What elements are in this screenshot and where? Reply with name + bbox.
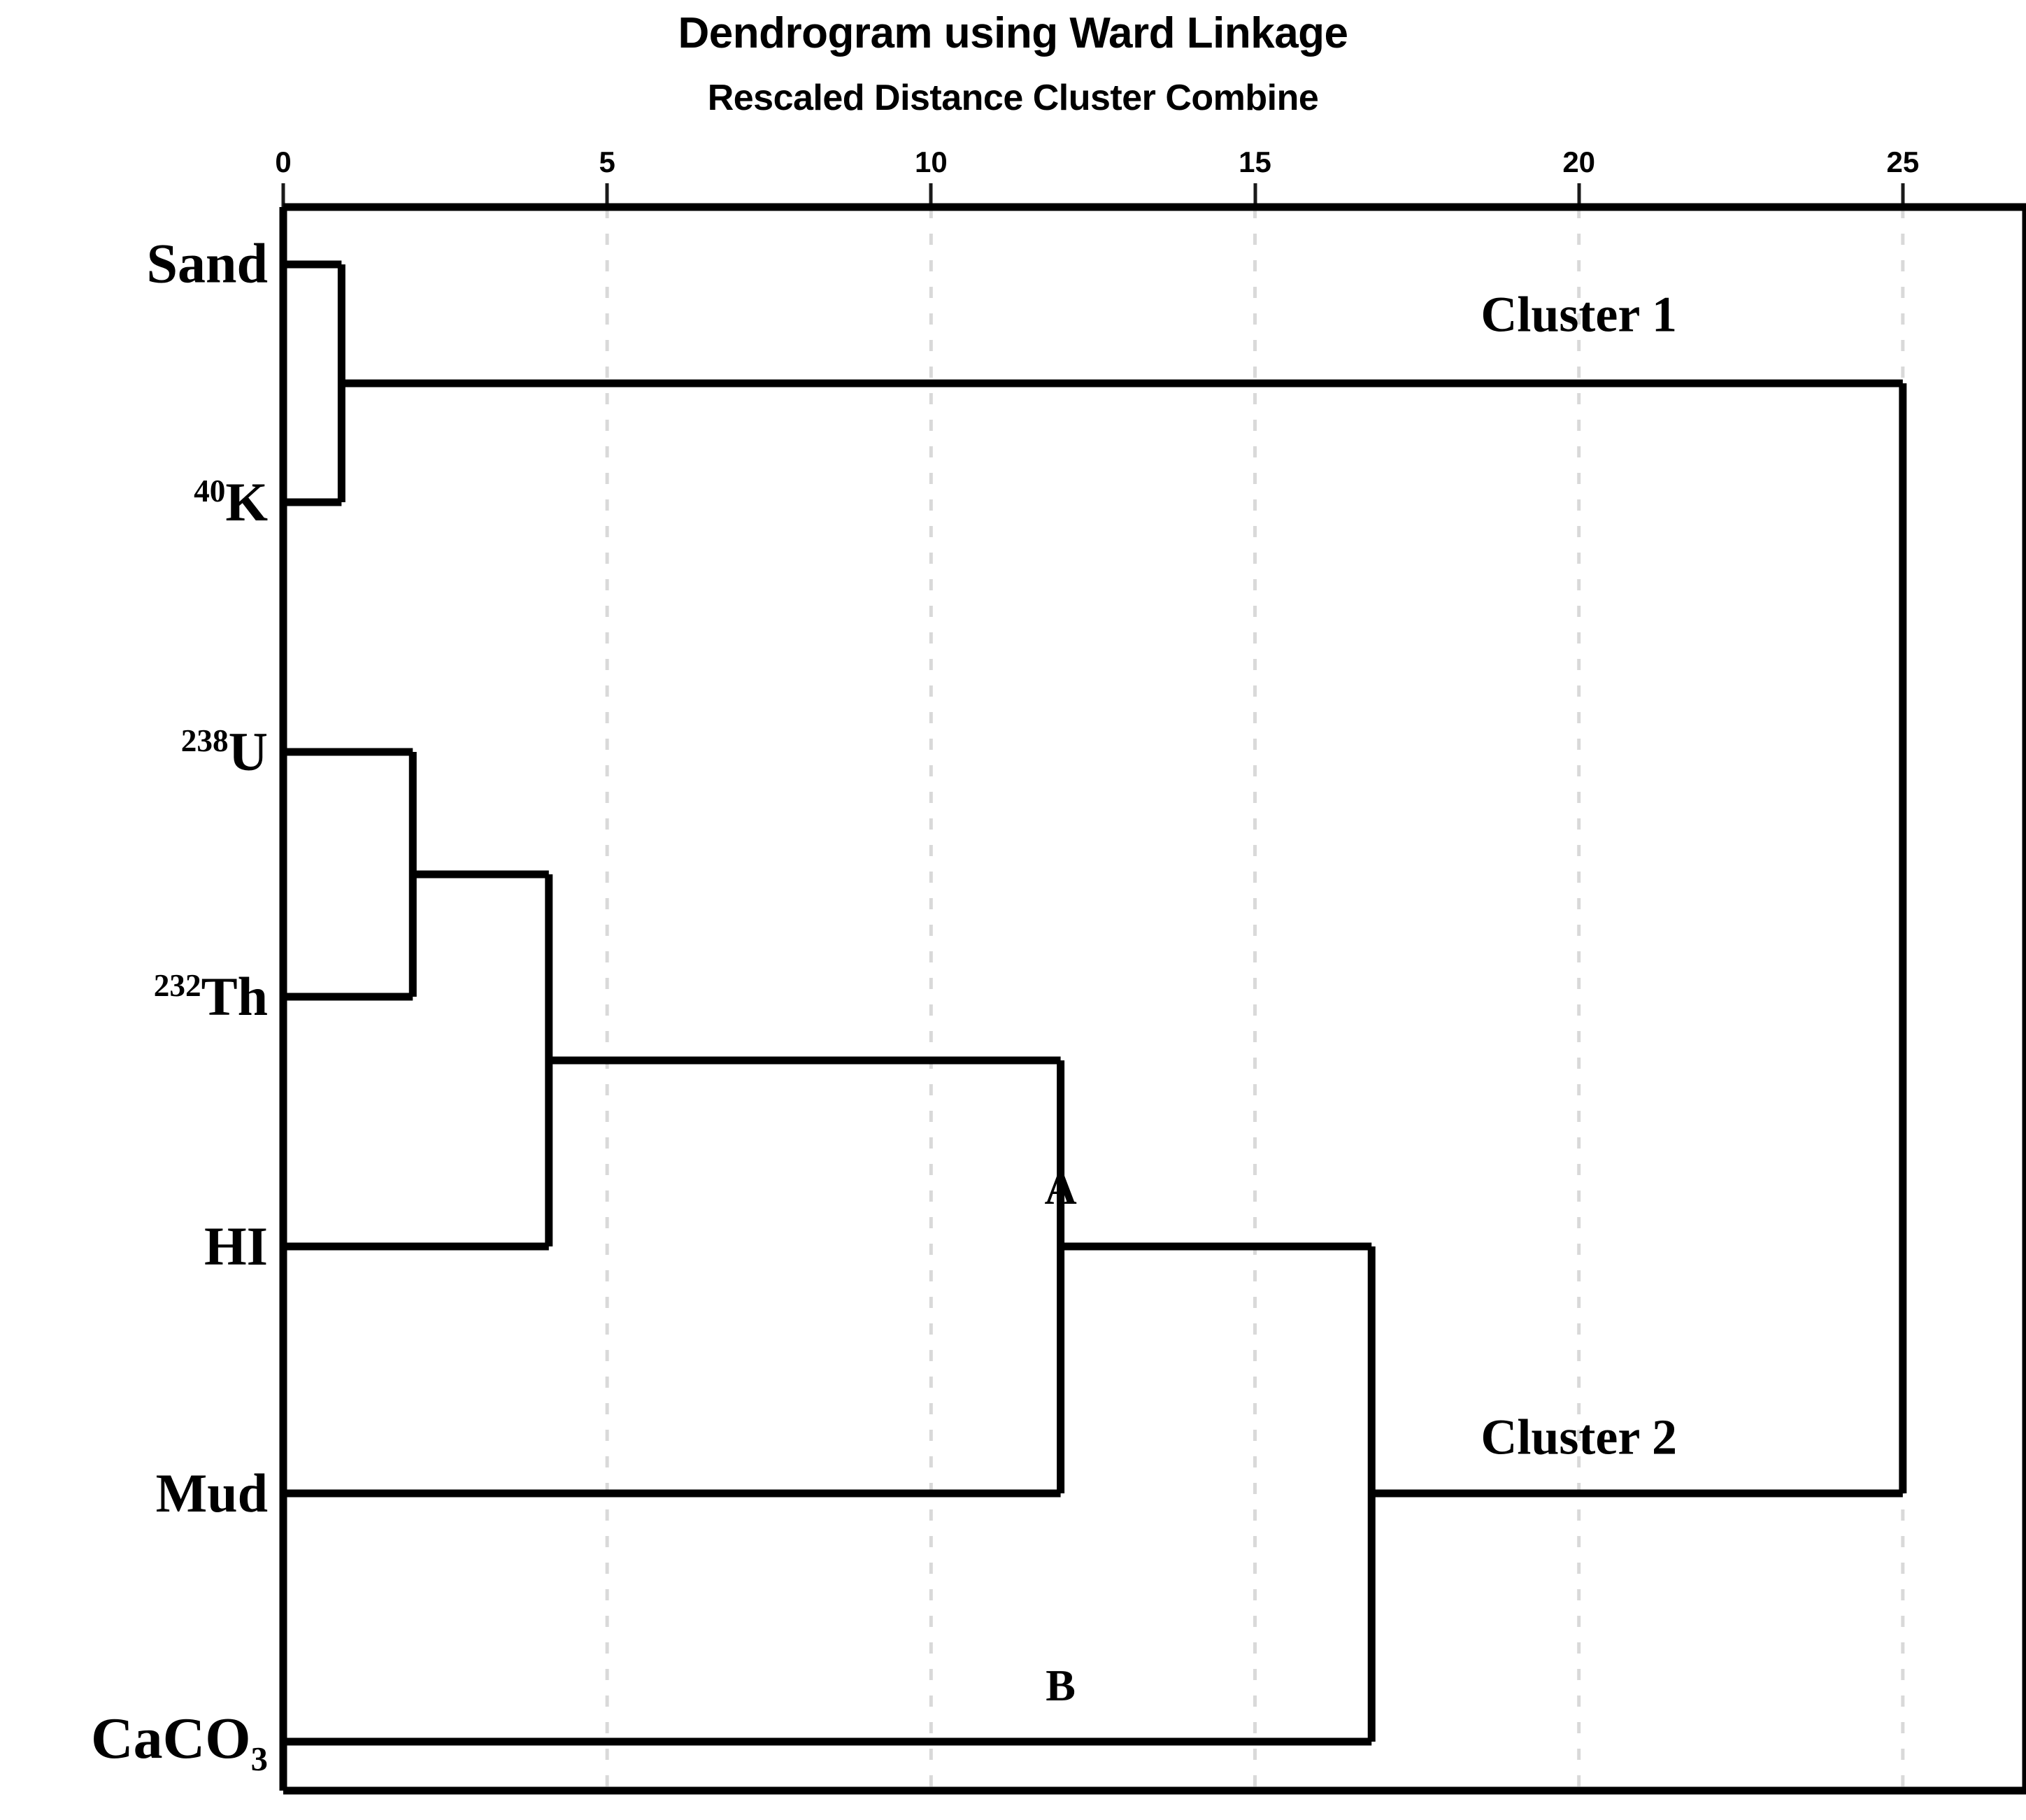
x-tick-label-5: 5 [599,145,615,178]
annotation-cluster1: Cluster 1 [1481,286,1677,343]
leaf-label-hi: HI [204,1216,268,1277]
page-title: Dendrogram using Ward Linkage [678,9,1348,57]
annotation-cluster2: Cluster 2 [1481,1409,1677,1465]
x-tick-mark-20 [1577,183,1581,207]
annotation-node-b: B [1046,1661,1076,1710]
annotation-node-a: A [1044,1164,1077,1214]
leaf-label-sand: Sand [146,233,268,295]
x-tick-label-15: 15 [1239,145,1271,178]
x-tick-label-0: 0 [275,145,292,178]
x-tick-mark-5 [605,183,609,207]
leaf-label-th232: 232Th [153,966,268,1027]
x-tick-label-20: 20 [1562,145,1596,178]
leaf-label-caco3: CaCO3 [90,1706,268,1778]
x-tick-mark-25 [1901,183,1905,207]
x-tick-mark-0 [281,183,285,207]
x-tick-mark-15 [1253,183,1257,207]
leaf-label-u238: 238U [180,721,268,782]
x-tick-label-10: 10 [914,145,948,178]
x-axis: 0 5 10 15 20 25 [0,0,2026,207]
x-tick-mark-10 [929,183,933,207]
leaf-label-k40: 40K [194,471,268,532]
chart-subtitle: Rescaled Distance Cluster Combine [707,78,1319,118]
x-tick-label-25: 25 [1886,145,1920,178]
leaf-label-mud: Mud [155,1463,268,1523]
